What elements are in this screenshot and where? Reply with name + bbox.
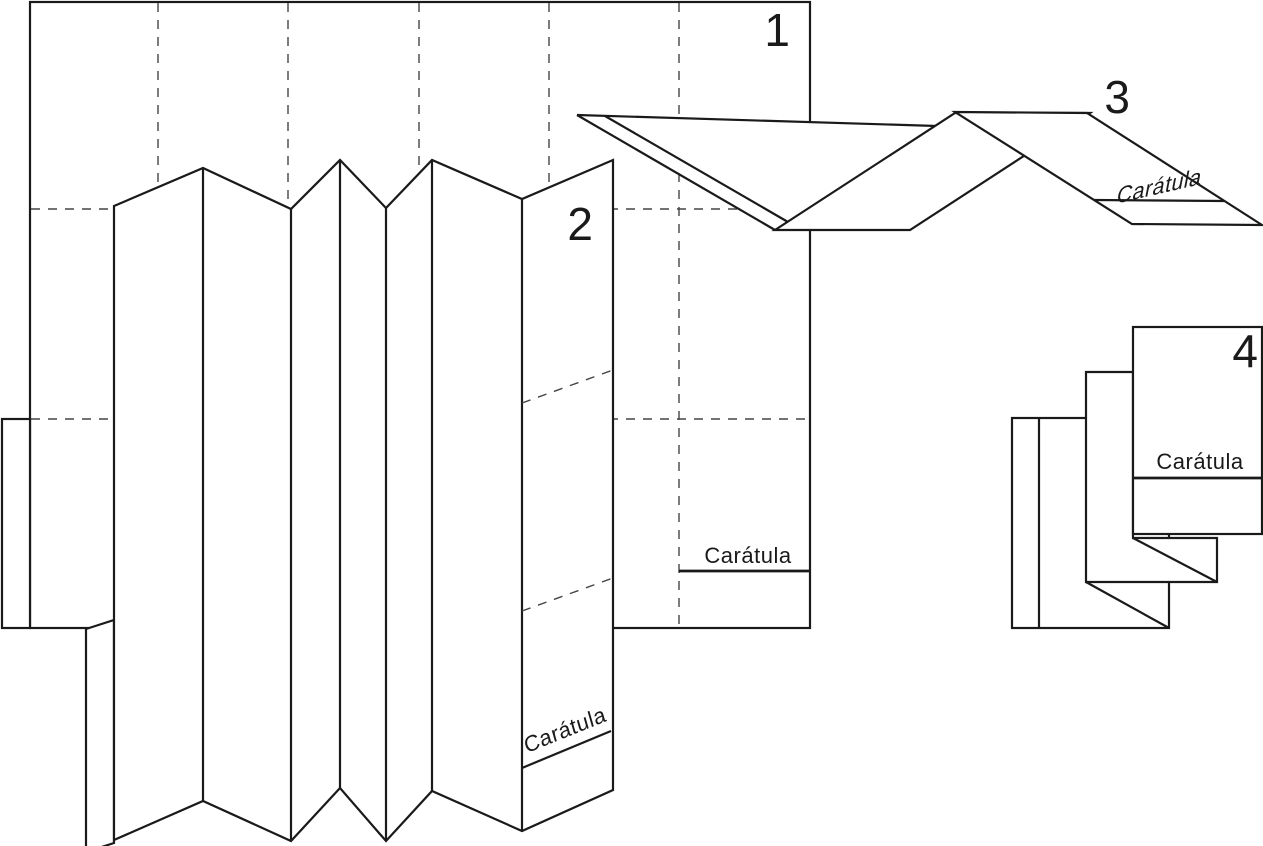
stack-front-cover bbox=[1131, 325, 1263, 536]
step1-cover-label: Carátula bbox=[704, 543, 791, 568]
step2-cover-rule bbox=[521, 729, 612, 770]
step3-cover-rule bbox=[1093, 198, 1225, 203]
zfold-back-fill bbox=[577, 115, 937, 230]
step4-number: 4 bbox=[1232, 325, 1258, 377]
sheet-left-tab bbox=[0, 417, 32, 630]
accordion-body bbox=[112, 158, 615, 843]
step2-accordion-fold: Carátula 2 bbox=[84, 158, 615, 846]
step4-cover-label: Carátula bbox=[1156, 449, 1243, 474]
step2-number: 2 bbox=[567, 198, 593, 250]
step3-number: 3 bbox=[1104, 71, 1130, 123]
step3-zfold: Carátula 3 bbox=[576, 71, 1263, 232]
zfold-back-edge-upper bbox=[604, 115, 789, 223]
zfold-back-edge-lower bbox=[576, 114, 776, 231]
step1-number: 1 bbox=[764, 4, 790, 56]
step4-folded-stack: Carátula 4 bbox=[1010, 325, 1263, 630]
stack-middle-wrap-fold bbox=[1132, 537, 1218, 583]
accordion-tab-flap bbox=[84, 618, 116, 846]
stack-back-wrap-fold bbox=[1085, 581, 1170, 629]
zfold-front-panel bbox=[951, 110, 1263, 227]
zfold-top-edge bbox=[576, 113, 938, 128]
